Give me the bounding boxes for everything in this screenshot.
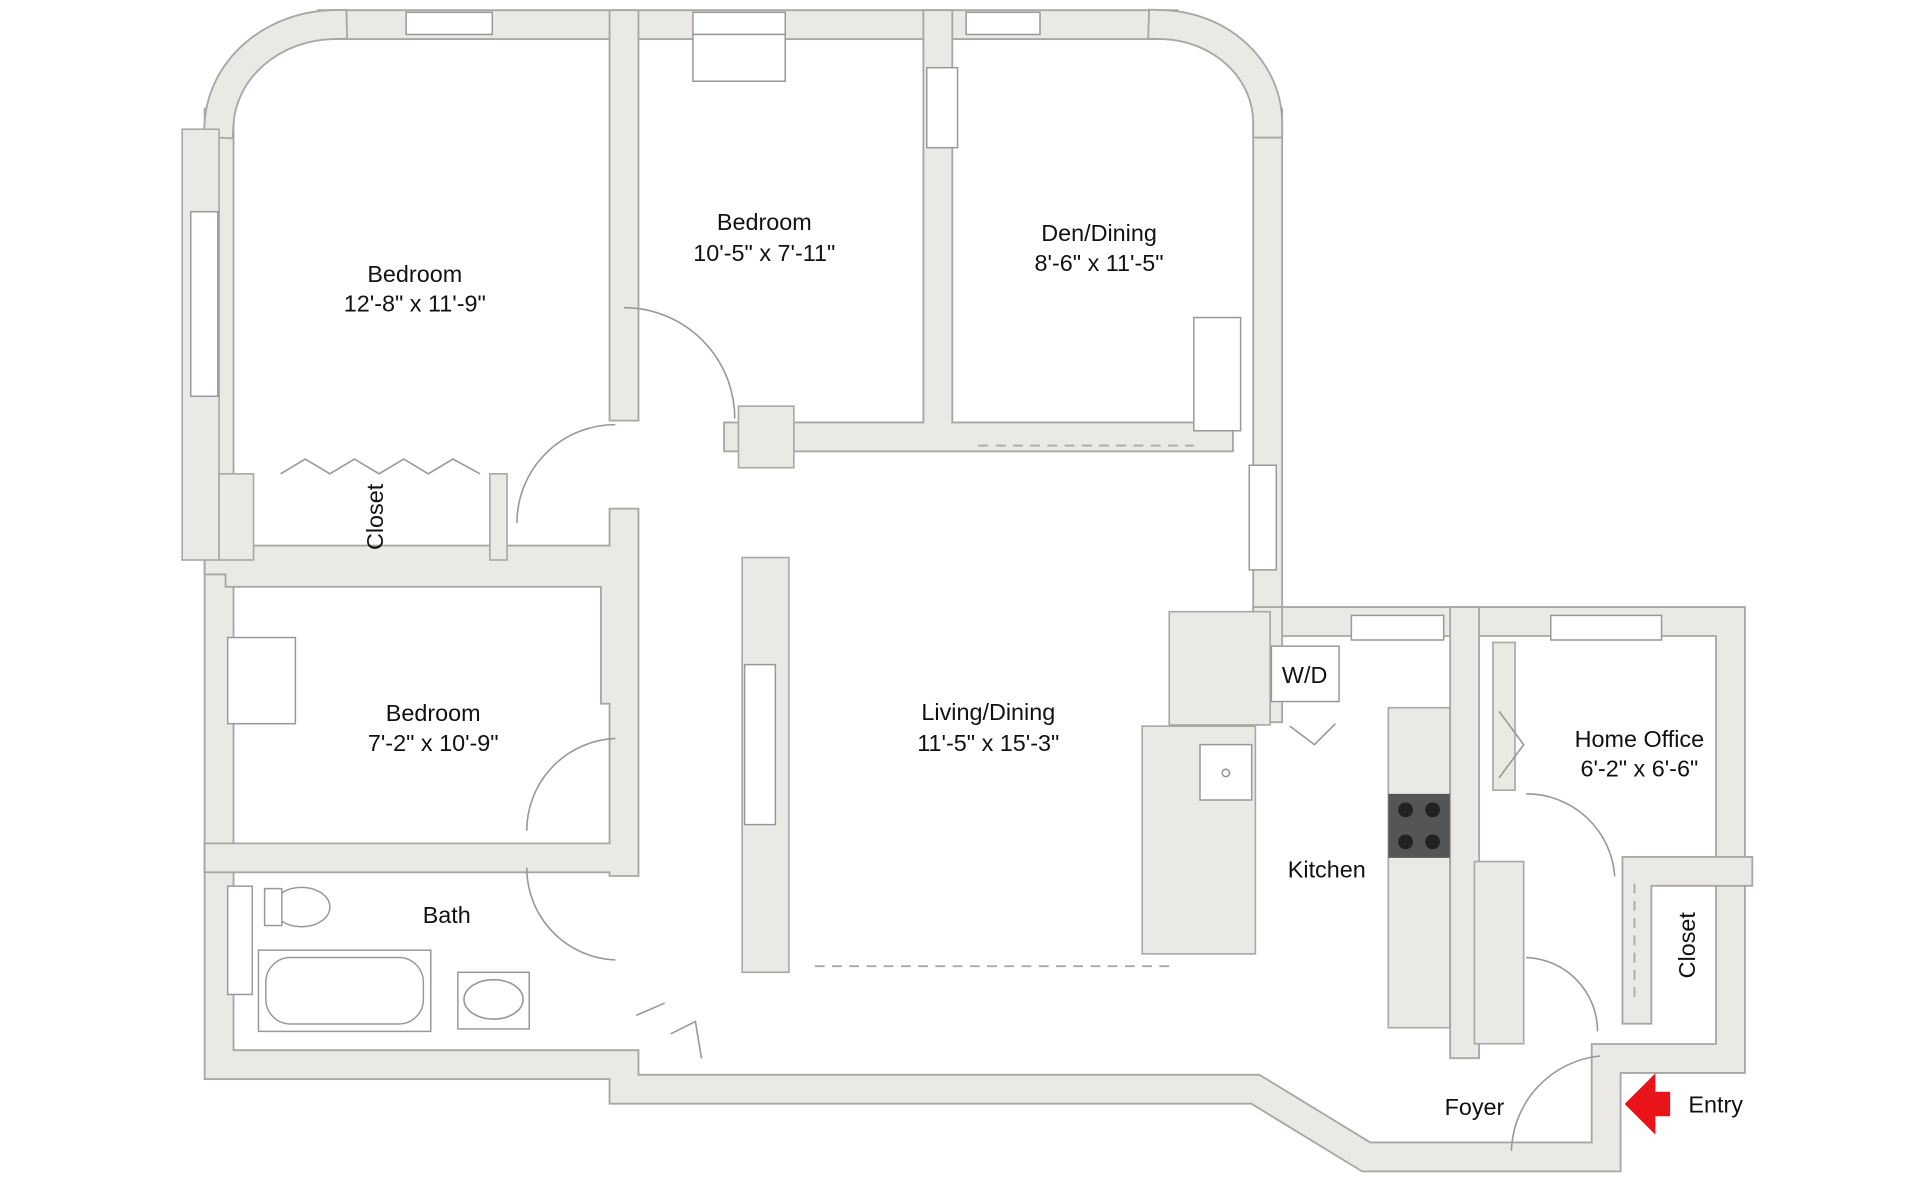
room-name: Home Office	[1575, 726, 1704, 752]
walls	[181, 8, 1754, 1173]
fixtures	[257, 645, 1671, 1135]
wd-label: W/D	[1282, 662, 1327, 688]
bath-sink-icon	[457, 971, 530, 1030]
room-name: Bedroom	[386, 700, 481, 726]
foyer-label: Foyer	[1445, 1094, 1505, 1120]
closet-label: Closet	[1674, 912, 1700, 979]
kitchen-label: Kitchen	[1288, 857, 1366, 883]
windows	[190, 11, 1663, 996]
room-dims: 6'-2" x 6'-6"	[1581, 756, 1699, 782]
room-dims: 11'-5" x 15'-3"	[917, 730, 1059, 756]
doors	[280, 306, 1636, 1151]
entry-arrow-icon	[1624, 1073, 1671, 1135]
room-name: Living/Dining	[921, 699, 1055, 725]
bath-label: Bath	[423, 902, 471, 928]
labels: Bedroom 12'-8" x 11'-9" Bedroom 10'-5" x…	[344, 209, 1744, 1120]
entry-label: Entry	[1688, 1092, 1743, 1118]
room-dims: 7'-2" x 10'-9"	[368, 730, 499, 756]
room-dims: 12'-8" x 11'-9"	[344, 290, 486, 316]
room-dims: 8'-6" x 11'-5"	[1035, 250, 1164, 276]
room-name: Bedroom	[367, 261, 462, 287]
room-name: Den/Dining	[1041, 220, 1157, 246]
stove-icon	[1388, 793, 1450, 858]
sink-icon	[1199, 743, 1253, 801]
room-name: Bedroom	[717, 209, 812, 235]
closet-label: Closet	[362, 483, 388, 550]
room-dims: 10'-5" x 7'-11"	[693, 240, 835, 266]
